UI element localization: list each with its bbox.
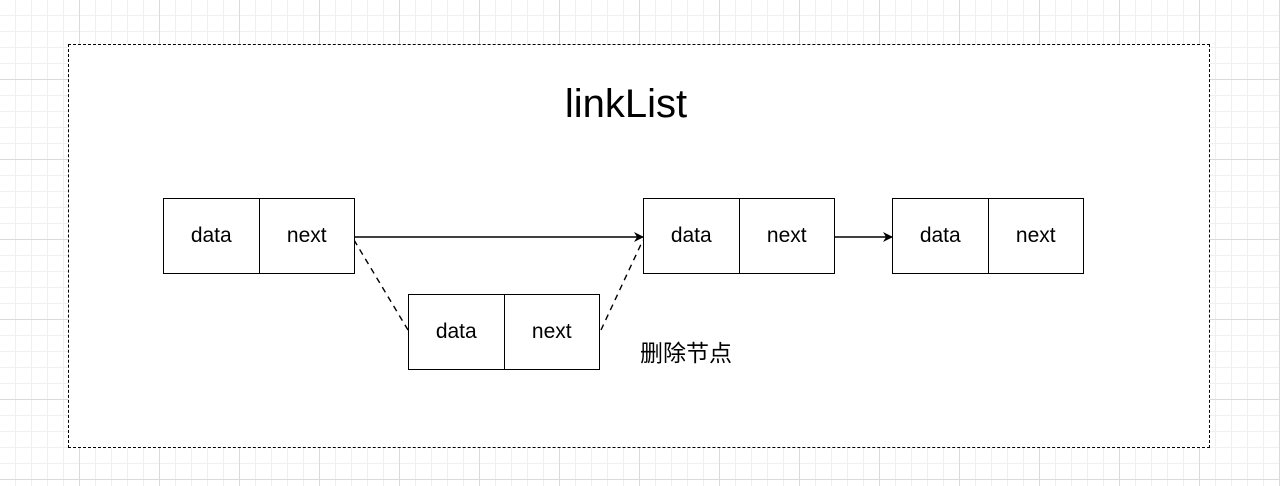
node-data-field: data (919, 224, 961, 247)
deleted-node: data next (408, 294, 600, 370)
list-node-1: data next (163, 198, 355, 274)
node-data-field: data (670, 224, 712, 247)
diagram-title: linkList (564, 82, 688, 126)
delete-node-label: 删除节点 (640, 341, 732, 367)
node-next-field: next (503, 295, 600, 369)
node-next-field: next (738, 199, 835, 273)
list-node-3: data next (643, 198, 835, 274)
node-data-field: data (190, 224, 232, 247)
node-next-field: next (258, 199, 355, 273)
node-next-field: next (987, 199, 1084, 273)
node-data-field: data (435, 320, 477, 343)
list-node-4: data next (892, 198, 1084, 274)
